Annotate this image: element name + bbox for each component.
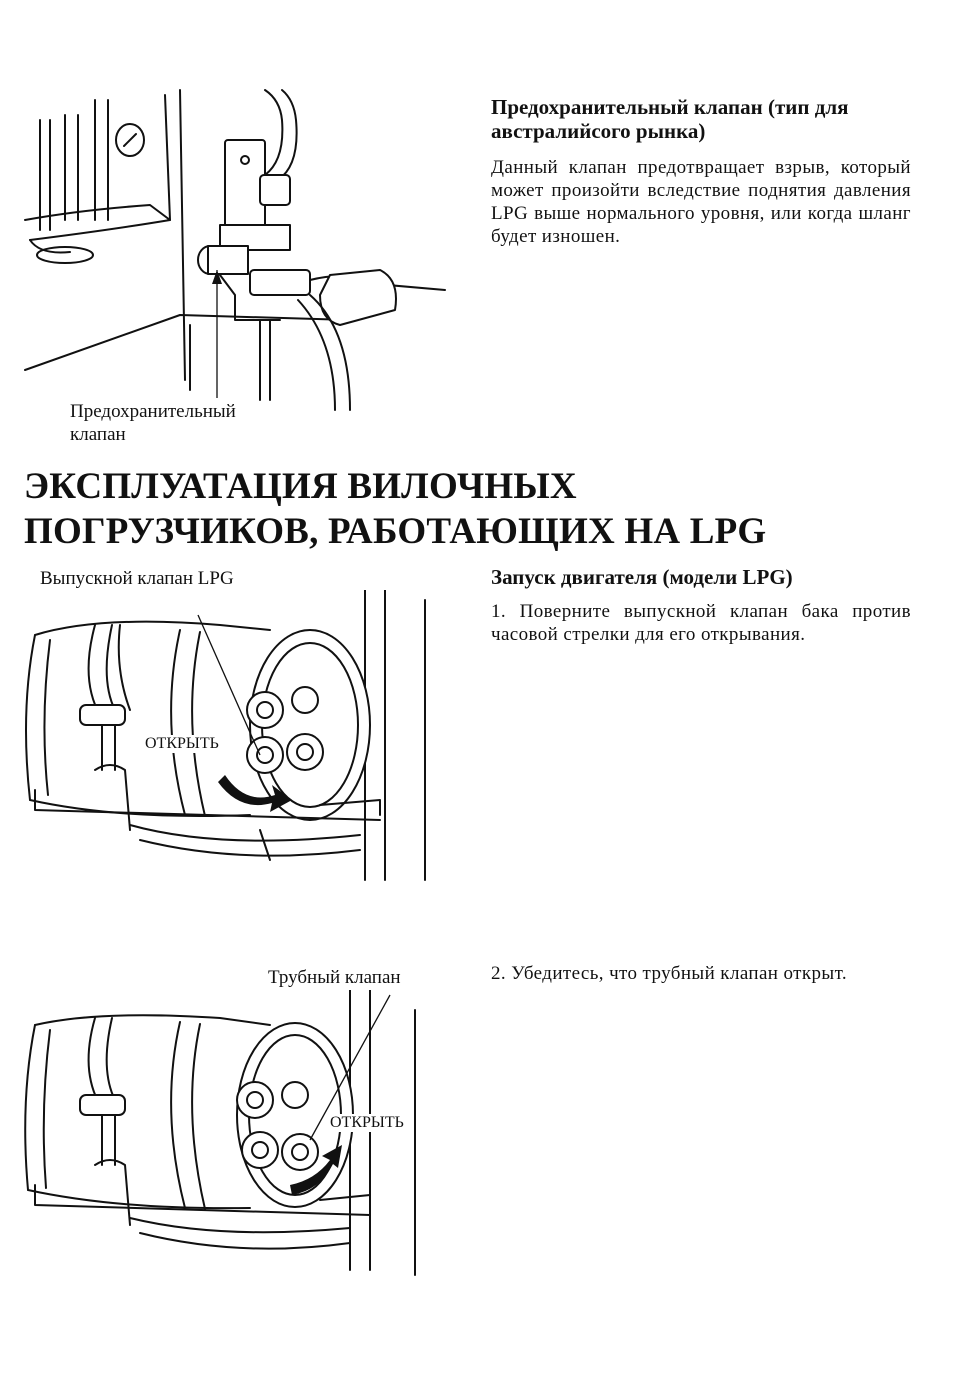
page-title-line-2: ПОГРУЗЧИКОВ, РАБОТАЮЩИХ НА LPG: [24, 511, 767, 552]
lpg-tank-outlet-valve-illustration: [20, 590, 440, 890]
safety-valve-heading: Предохранительный клапан (тип для австра…: [491, 95, 849, 143]
engine-start-heading: Запуск двигателя (модели LPG): [491, 565, 793, 589]
safety-valve-caption: Предохранительный клапан: [70, 401, 236, 445]
outlet-valve-label: Выпускной клапан LPG: [40, 568, 234, 589]
step-1-text: 1. Поверните выпускной клапан бака проти…: [491, 601, 911, 645]
open-label-1: ОТКРЫТЬ: [145, 735, 219, 753]
step-2-text: 2. Убедитесь, что трубный клапан открыт.: [491, 963, 847, 984]
open-label-2: ОТКРЫТЬ: [330, 1114, 404, 1132]
safety-valve-description: Данный клапан предотвращает взрыв, котор…: [491, 157, 911, 247]
lpg-pipe-valve-illustration: [20, 990, 440, 1280]
pipe-valve-label: Трубный клапан: [268, 967, 401, 988]
safety-valve-illustration: [20, 80, 460, 420]
page-title-line-1: ЭКСПЛУАТАЦИЯ ВИЛОЧНЫХ: [24, 466, 577, 507]
